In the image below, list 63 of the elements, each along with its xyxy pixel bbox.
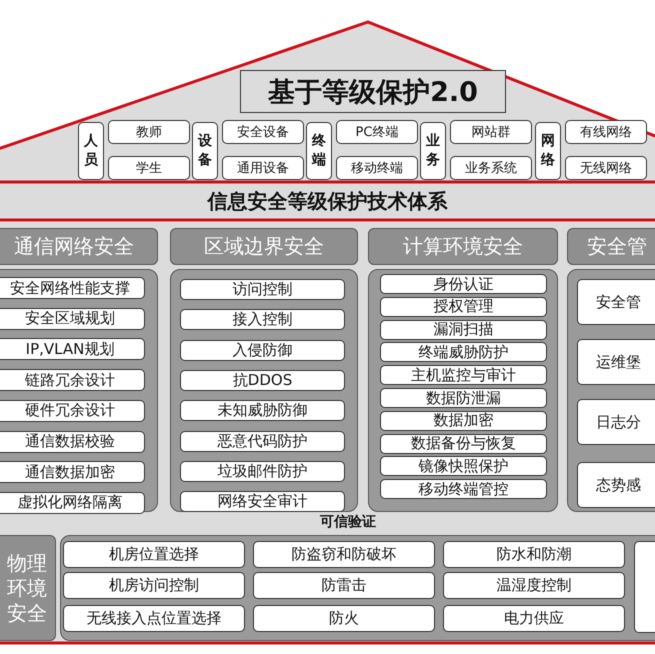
item-box: 温湿度控制 (443, 572, 625, 599)
item-box: 业务系统 (450, 156, 532, 180)
item-box: 通信数据校验 (0, 430, 145, 452)
item-box: 防水和防潮 (443, 541, 625, 568)
item-box: 机房访问控制 (63, 572, 245, 599)
category-label: 人员 (78, 122, 104, 180)
section-label: 可信验证 (320, 513, 376, 531)
item-box: 无线网络 (565, 156, 647, 180)
item-box: 数据防泄漏 (380, 388, 547, 408)
item-box: 安全设备 (222, 120, 304, 144)
item-box: 防雷击 (253, 572, 435, 599)
item-box: 身份认证 (380, 274, 547, 294)
item-box: IP,VLAN规划 (0, 338, 145, 360)
category-label: 设备 (192, 122, 218, 180)
section-header-tab: 区域边界安全 (170, 228, 358, 265)
item-box: 恶意代码防护 (180, 430, 345, 452)
item-box: 机房位置选择 (63, 541, 245, 568)
section-header-tab: 物理环境安全 (0, 535, 56, 641)
item-box: 漏洞扫描 (380, 320, 547, 340)
item-box: 访问控制 (180, 279, 345, 300)
item-box: 链路冗余设计 (0, 369, 145, 392)
item-box: 教师 (108, 120, 190, 144)
item-box: 运维堡 (577, 339, 655, 385)
item-box: 数据加密 (380, 410, 547, 431)
section-header-tab: 通信网络安全 (0, 228, 158, 265)
item-box: 未知威胁防御 (180, 400, 345, 422)
item-box: 垃圾邮件防护 (180, 460, 345, 482)
band-title: 信息安全等级保护技术体系 (0, 184, 655, 218)
item-box: 主机监控与审计 (380, 365, 547, 386)
item-box: 网络安全审计 (180, 491, 345, 512)
item-box: 安全区域规划 (0, 308, 145, 330)
item-box: 抗DDOS (180, 370, 345, 391)
category-label: 业务 (420, 122, 446, 180)
item-box: 终端威胁防护 (380, 342, 547, 362)
item-box: 通用设备 (222, 156, 304, 180)
category-label: 终端 (306, 122, 332, 180)
item-box: 接入控制 (180, 309, 345, 330)
item-box: 态势感 (577, 462, 655, 508)
item-box: PC终端 (336, 120, 418, 144)
item-box: 入侵防御 (180, 340, 345, 361)
item-box: 防盗窃和防破坏 (253, 541, 435, 568)
item-box: 硬件冗余设计 (0, 400, 145, 422)
item-box: 数据备份与恢复 (380, 434, 547, 454)
item-box: 移动终端 (336, 156, 418, 180)
empty-box (634, 541, 655, 633)
category-label: 网络 (535, 122, 561, 180)
item-box: 日志分 (577, 399, 655, 445)
item-box: 电力供应 (443, 605, 625, 632)
item-box: 防火 (253, 605, 435, 632)
section-header-tab: 计算环境安全 (368, 228, 558, 265)
item-box: 移动终端管控 (380, 479, 547, 500)
item-box: 安全网络性能支撑 (0, 277, 145, 299)
item-box: 镜像快照保护 (380, 456, 547, 476)
item-box: 无线接入点位置选择 (63, 605, 245, 632)
item-box: 有线网络 (565, 120, 647, 144)
section-header-tab: 安全管 (567, 228, 655, 265)
title-box: 基于等级保护2.0 (240, 70, 506, 113)
item-box: 通信数据加密 (0, 461, 145, 484)
item-box: 安全管 (577, 279, 655, 325)
item-box: 虚拟化网络隔离 (0, 492, 145, 514)
item-box: 授权管理 (380, 296, 547, 317)
item-box: 学生 (108, 156, 190, 180)
item-box: 网站群 (450, 120, 532, 144)
